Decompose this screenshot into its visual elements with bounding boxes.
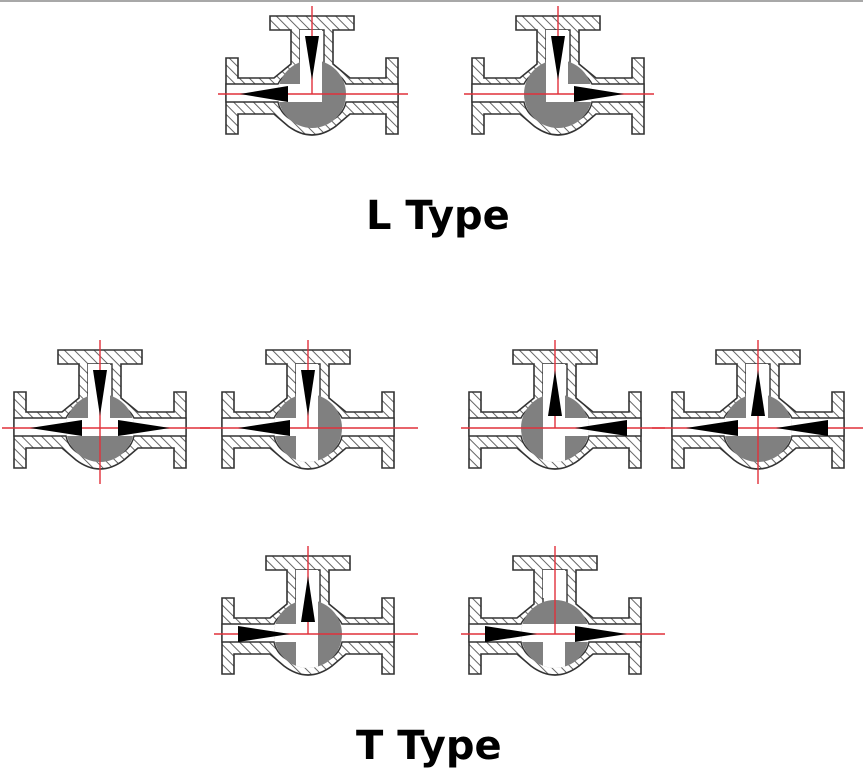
arrow-down-icon (301, 370, 315, 416)
arrow-right-icon (574, 86, 624, 102)
t-type-valve-4 (652, 336, 863, 486)
arrow-right-in-icon (485, 626, 537, 642)
arrow-down-icon (551, 36, 565, 80)
arrow-left-in-icon (575, 420, 627, 436)
t-type-label: T Type (356, 723, 502, 769)
l-type-valve-1 (212, 2, 412, 152)
arrow-right-icon (575, 626, 627, 642)
l-type-valve-2 (458, 2, 658, 152)
arrow-up-icon (301, 576, 315, 622)
arrow-left-in-icon (776, 420, 828, 436)
arrow-down-icon (305, 36, 319, 80)
arrow-left-icon (686, 420, 738, 436)
arrow-up-icon (751, 370, 765, 416)
t-type-valve-6 (455, 542, 665, 692)
arrow-up-icon (548, 370, 562, 416)
arrow-left-icon (238, 420, 290, 436)
t-type-valve-1 (0, 336, 210, 486)
t-type-valve-2 (200, 336, 418, 486)
top-border (0, 0, 863, 2)
arrow-right-icon (118, 420, 170, 436)
arrow-left-icon (30, 420, 82, 436)
l-type-label: L Type (366, 193, 510, 239)
arrow-left-icon (240, 86, 288, 102)
arrow-down-icon (93, 370, 107, 416)
arrow-right-in-icon (238, 626, 290, 642)
t-type-valve-3 (455, 336, 665, 486)
t-type-valve-5 (208, 542, 418, 692)
